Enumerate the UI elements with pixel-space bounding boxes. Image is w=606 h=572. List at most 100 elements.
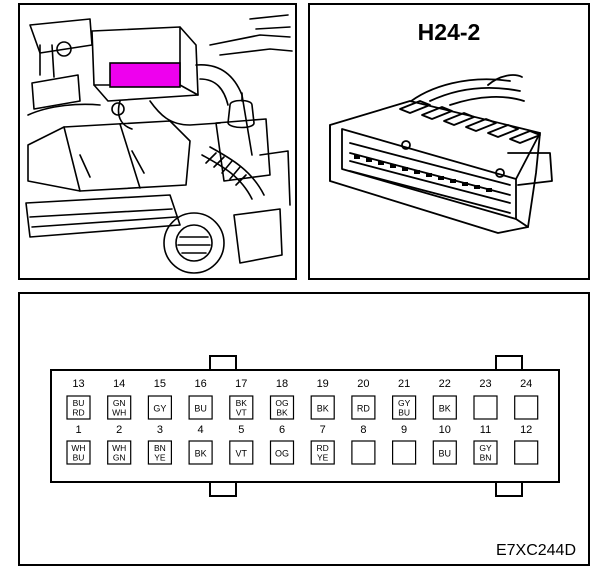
engine-bay-panel xyxy=(18,3,297,280)
wire-color-code: YE xyxy=(154,453,166,463)
pin-number: 10 xyxy=(439,424,451,436)
pin-number: 6 xyxy=(279,424,285,436)
wire-color-code: VT xyxy=(236,449,248,459)
wire-color-code: RD xyxy=(72,408,84,418)
wire-color-code: BK xyxy=(439,404,451,414)
connector-key-bottom-right xyxy=(495,481,523,497)
engine-bay-illustration xyxy=(25,14,293,274)
wire-color-code: BU xyxy=(73,398,85,408)
pin-box xyxy=(188,440,213,465)
pin-number: 4 xyxy=(198,424,204,436)
pin-box xyxy=(473,395,498,420)
wire-color-code: RD xyxy=(357,404,370,414)
pin-6: 6OG xyxy=(269,424,295,465)
wire-color-code: GN xyxy=(113,453,126,463)
pin-number: 9 xyxy=(401,424,407,436)
pin-box xyxy=(269,395,295,420)
pin-number: 12 xyxy=(520,424,532,436)
pin-box xyxy=(229,395,254,420)
pin-box xyxy=(310,395,335,420)
pin-box xyxy=(188,395,213,420)
pin-box xyxy=(432,395,457,420)
pin-number: 24 xyxy=(520,378,532,390)
wire-color-code: BK xyxy=(276,408,288,418)
wire-color-code: BU xyxy=(73,453,85,463)
pin-box xyxy=(392,395,417,420)
pin-number: 23 xyxy=(479,378,491,390)
pin-box xyxy=(514,440,539,465)
pin-box xyxy=(147,395,172,420)
pin-number: 2 xyxy=(116,424,122,436)
wire-color-code: GY xyxy=(153,404,166,414)
connector-face-diagram: 13BURD14GNWH15GY16BU17BKVT18OGBK19BK20RD… xyxy=(50,355,560,497)
pin-9: 9 xyxy=(392,424,417,465)
pin-number: 19 xyxy=(317,378,329,390)
wire-color-code: VT xyxy=(236,408,247,418)
pin-box xyxy=(107,395,132,420)
pin-box xyxy=(66,395,91,420)
connector-key-bottom-left xyxy=(209,481,237,497)
pin-number: 3 xyxy=(157,424,163,436)
connector-title: H24-2 xyxy=(417,19,481,45)
pin-box xyxy=(514,395,539,420)
pin-8: 8 xyxy=(351,424,376,465)
pin-number: 13 xyxy=(72,378,84,390)
pin-box xyxy=(310,440,335,465)
pin-number: 22 xyxy=(439,378,451,390)
wire-color-code: BU xyxy=(398,408,410,418)
pin-box xyxy=(392,440,417,465)
pin-number: 14 xyxy=(113,378,125,390)
pin-number: 5 xyxy=(238,424,244,436)
wire-color-code: BN xyxy=(154,443,166,453)
wire-color-code: WH xyxy=(112,443,126,453)
pin-number: 21 xyxy=(398,378,410,390)
pin-number: 7 xyxy=(320,424,326,436)
pin-box xyxy=(147,440,172,465)
pin-number: 18 xyxy=(276,378,288,390)
wire-color-code: OG xyxy=(275,449,289,459)
pin-box xyxy=(66,440,91,465)
pin-box xyxy=(107,440,132,465)
wire-color-code: GN xyxy=(113,398,126,408)
wire-color-code: WH xyxy=(112,408,126,418)
connector-view-panel: H24-2 xyxy=(308,3,590,280)
wire-color-code: GY xyxy=(398,398,411,408)
wire-color-code: GY xyxy=(479,443,492,453)
connector-key-top-left xyxy=(209,355,237,371)
pin-box xyxy=(473,440,498,465)
pin-number: 11 xyxy=(480,424,491,436)
wire-color-code: OG xyxy=(275,398,288,408)
wire-color-code: BK xyxy=(317,404,329,414)
pin-number: 1 xyxy=(75,424,81,436)
wire-color-code: BK xyxy=(236,398,248,408)
pin-box xyxy=(351,440,376,465)
wire-color-code: BU xyxy=(439,449,452,459)
pin-number: 20 xyxy=(357,378,369,390)
pin-box xyxy=(432,440,457,465)
connector-location-highlight xyxy=(109,62,181,88)
pin-24: 24 xyxy=(514,378,539,420)
figure-code: E7XC244D xyxy=(495,542,576,559)
pin-box xyxy=(351,395,376,420)
pin-5: 5VT xyxy=(229,424,254,465)
connector-illustration xyxy=(329,74,553,234)
pin-number: 17 xyxy=(235,378,247,390)
wire-color-code: BN xyxy=(480,453,492,463)
pin-4: 4BK xyxy=(188,424,213,465)
pin-box xyxy=(269,440,295,465)
pin-23: 23 xyxy=(473,378,498,420)
wire-color-code: YE xyxy=(317,453,329,463)
